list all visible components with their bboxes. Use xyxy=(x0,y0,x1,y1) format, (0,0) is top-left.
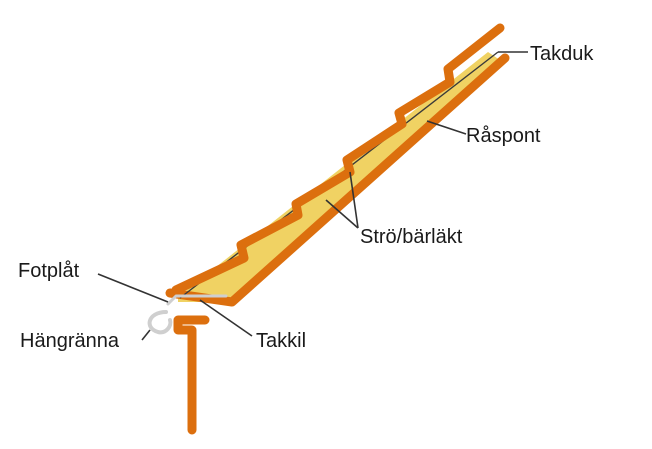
label-fotplat: Fotplåt xyxy=(18,260,80,282)
leader-fotplat xyxy=(97,273,169,303)
gutter xyxy=(147,310,173,335)
roof-tiles xyxy=(171,23,505,295)
label-takkil: Takkil xyxy=(256,330,306,352)
label-raspont: Råspont xyxy=(466,125,541,147)
leader-raspont xyxy=(426,120,467,135)
leader-hangranna xyxy=(141,329,151,341)
label-takduk: Takduk xyxy=(530,43,594,65)
leader-strolakt-1 xyxy=(349,171,359,229)
label-strolakt: Strö/bärläkt xyxy=(360,226,463,248)
wall-fascia xyxy=(173,315,210,435)
leader-takkil xyxy=(199,299,253,337)
drip-edge-flashing xyxy=(166,294,228,306)
leader-strolakt-2 xyxy=(325,199,359,229)
label-hangranna: Hängränna xyxy=(20,330,120,352)
